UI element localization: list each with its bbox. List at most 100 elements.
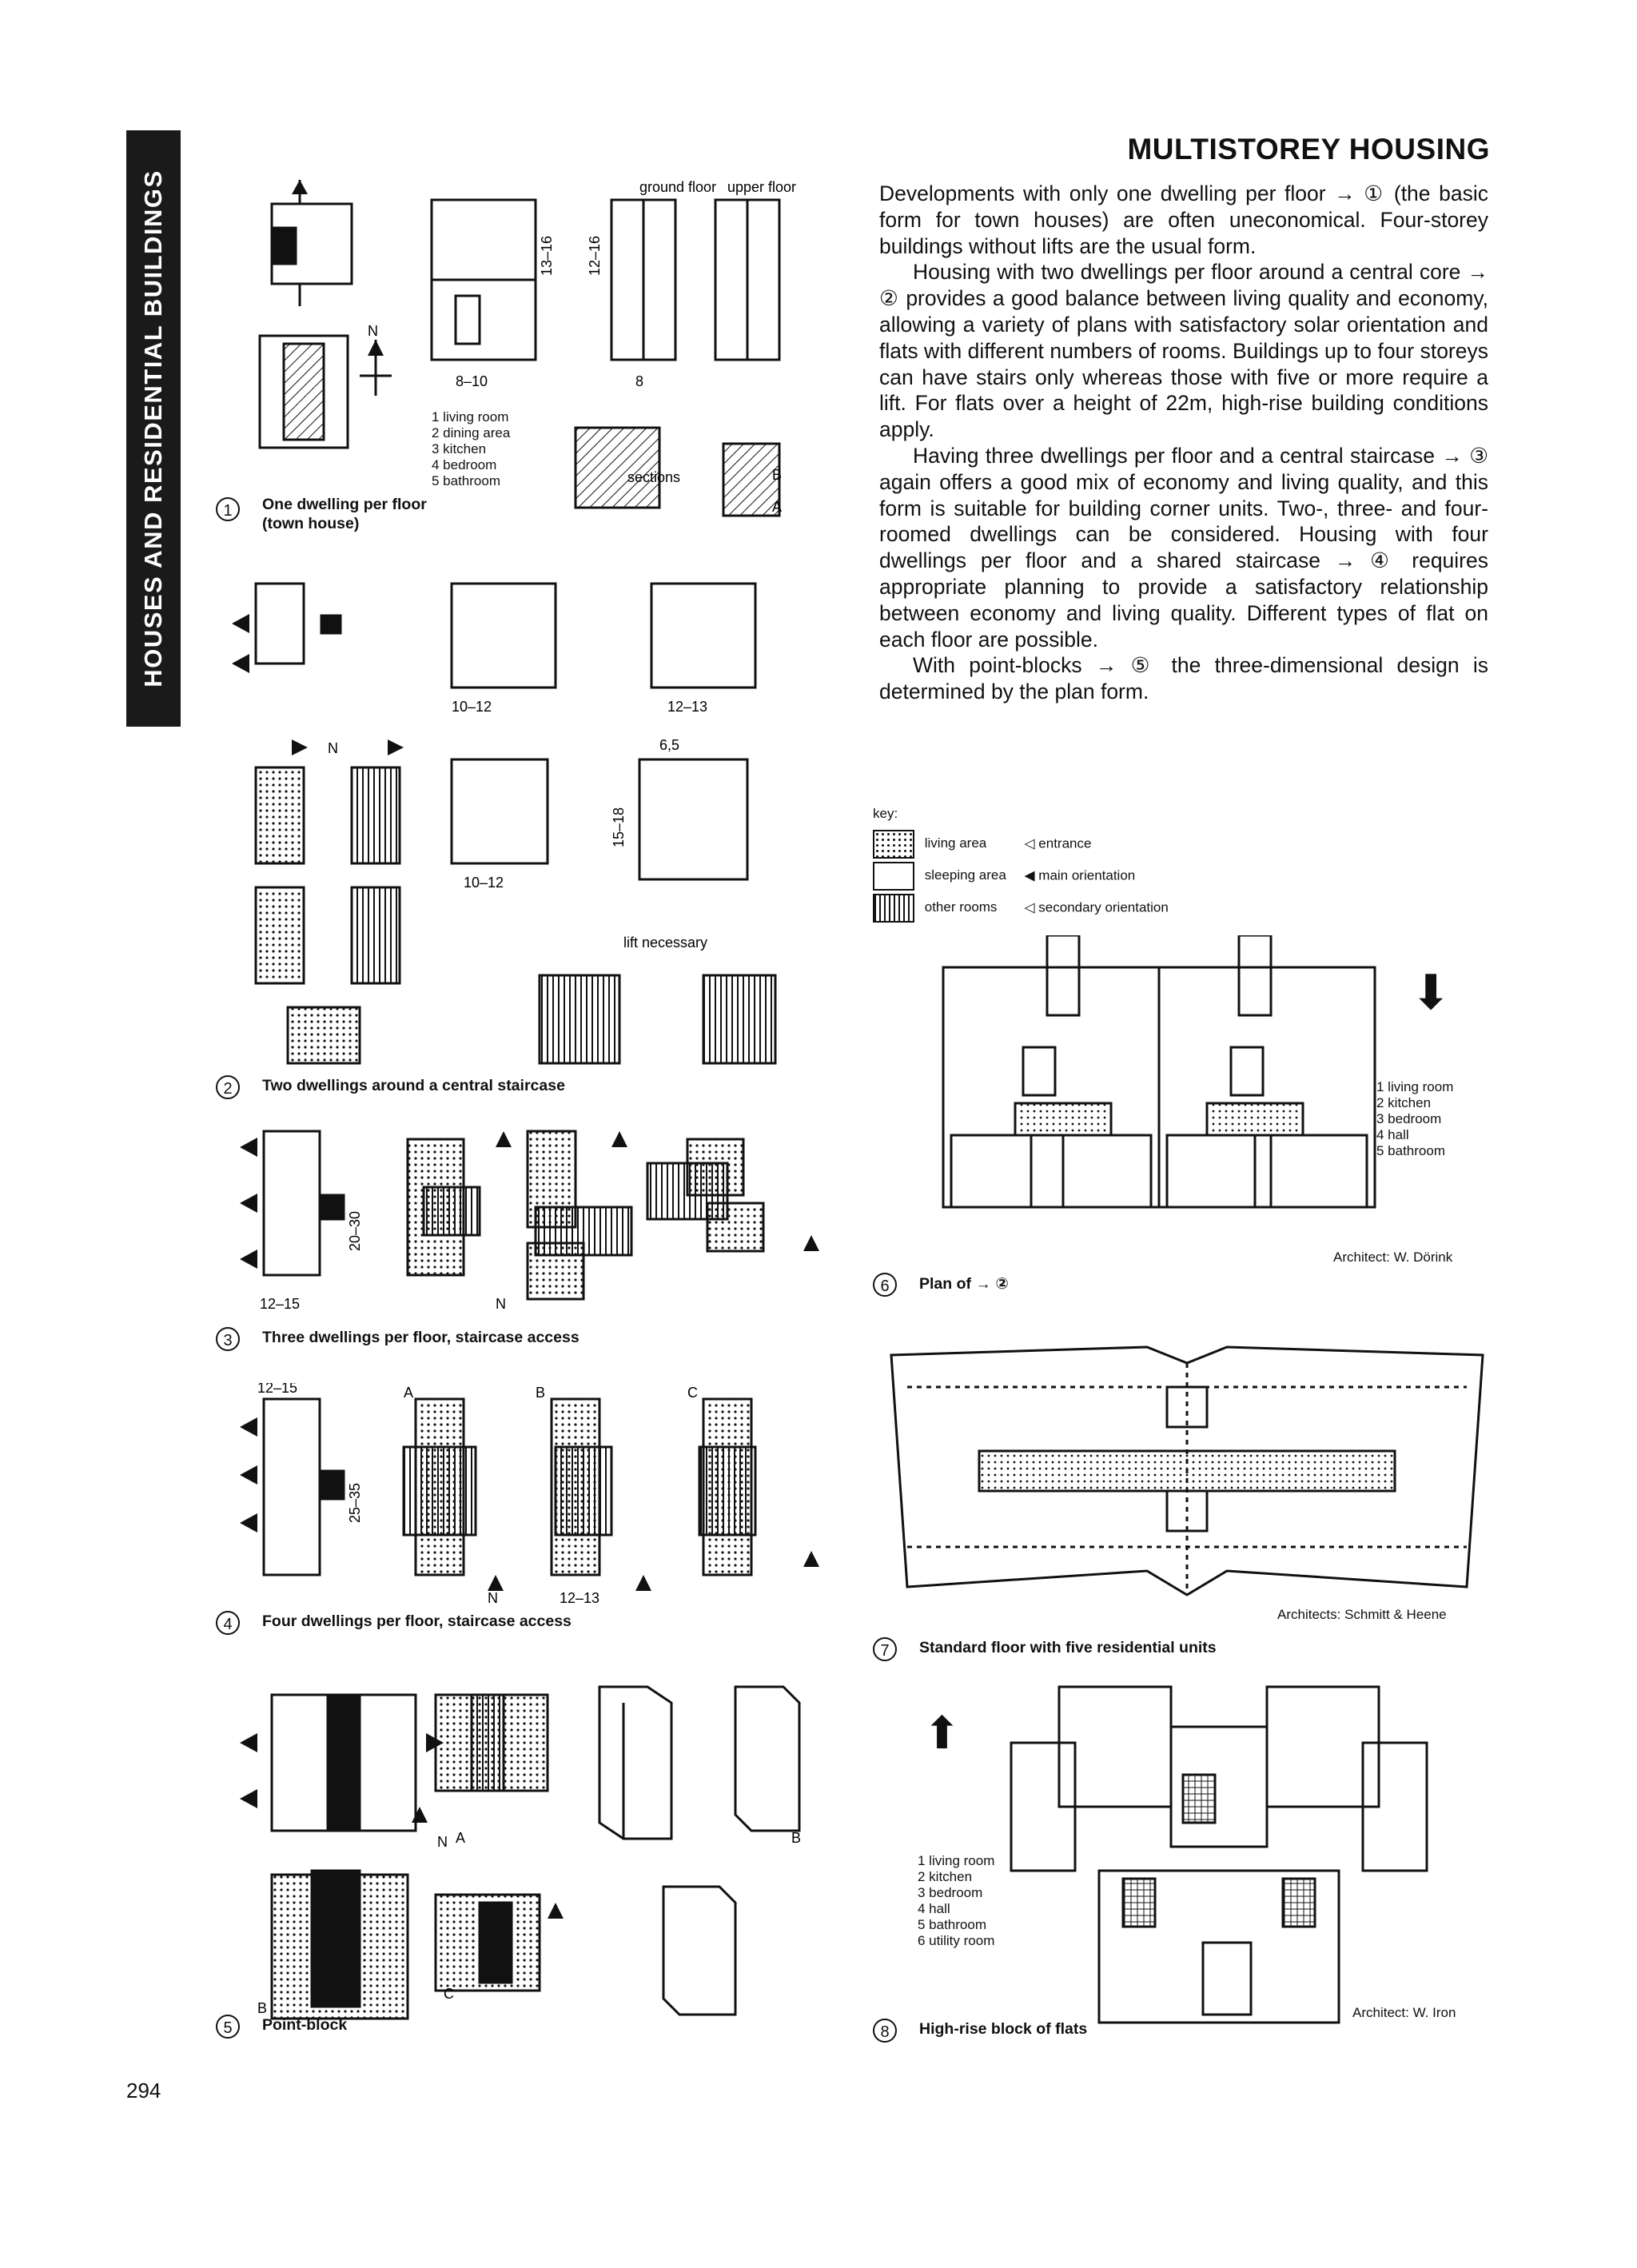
- fig6-caption-text: Plan of → ②: [919, 1275, 1009, 1293]
- fig4-dim-a: 12–15: [257, 1383, 297, 1396]
- fig2-caption-text: Two dwellings around a central staircase: [262, 1077, 565, 1094]
- key-item-symbol: entrance: [1038, 835, 1092, 851]
- body-text: Developments with only one dwelling per …: [879, 181, 1488, 705]
- fig1-dim-width-b: 8: [635, 373, 643, 389]
- fig8-plan: [1010, 1685, 1428, 2024]
- fig4-caption-text: Four dwellings per floor, staircase acce…: [262, 1612, 572, 1630]
- legend-item: 3 kitchen: [432, 441, 487, 456]
- key-swatch-other: [873, 894, 914, 923]
- fig2-drawing: N 10–12 12–13 10–12 6,5 15–18 lift neces…: [232, 582, 777, 1065]
- fig4-drawing: 12–15 25–35 12–13 A B C N: [240, 1383, 819, 1606]
- fig4-label-c: C: [687, 1385, 698, 1401]
- fig6-plan: [942, 935, 1376, 1209]
- fig6-caption: 6 Plan of → ②: [873, 1273, 1009, 1297]
- legend-item: 2 kitchen: [1376, 1095, 1432, 1110]
- fig7-caption: 7 Standard floor with five residential u…: [873, 1637, 1217, 1661]
- fig3-dim-b: 20–30: [347, 1211, 363, 1251]
- paragraph: Housing with two dwellings per floor aro…: [879, 260, 1488, 442]
- fig3-caption: 3 Three dwellings per floor, staircase a…: [216, 1327, 580, 1351]
- fig1-upper-floor-label: upper floor: [727, 180, 796, 195]
- fig3-number: 3: [216, 1327, 240, 1351]
- legend-item: 2 dining area: [432, 425, 511, 440]
- fig8-caption: 8 High-rise block of flats: [873, 2019, 1087, 2043]
- fig1-legend: 1 living room 2 dining area 3 kitchen 4 …: [432, 409, 510, 489]
- fig5-caption: 5 Point-block: [216, 2015, 347, 2039]
- fig1-dim-width: 8–10: [456, 373, 488, 389]
- legend-item: 2 kitchen: [918, 1869, 973, 1884]
- fig7-architect: Architects: Schmitt & Heene: [1277, 1607, 1447, 1622]
- fig6-number: 6: [873, 1273, 897, 1297]
- fig5-drawing: N A B B C: [240, 1685, 801, 2020]
- fig5-label-a: A: [456, 1830, 465, 1846]
- fig2-dim-a: 10–12: [452, 699, 492, 715]
- paragraph: Developments with only one dwelling per …: [879, 181, 1488, 258]
- entrance-icon: ◁: [1024, 835, 1035, 851]
- key-item-label: living area: [924, 835, 987, 851]
- north-arrow-icon: ⬆: [923, 1708, 961, 1758]
- fig6-legend: 1 living room 2 kitchen 3 bedroom 4 hall…: [1376, 1079, 1453, 1159]
- fig4-dim-c: 12–13: [560, 1590, 599, 1606]
- fig1-drawing: N ground floor upper floor 8–10 8 13–16 …: [258, 180, 796, 517]
- fig4-north-label: N: [488, 1590, 498, 1606]
- fig1-sections-label: sections: [627, 469, 680, 485]
- fig5-north-label: N: [437, 1834, 448, 1850]
- fig7-caption-text: Standard floor with five residential uni…: [919, 1639, 1217, 1656]
- fig1-dim-depth-b: 12–16: [587, 236, 603, 276]
- fig1-caption-text: One dwelling per floor: [262, 496, 427, 513]
- fig2-north-label: N: [328, 740, 338, 756]
- page-number: 294: [126, 2079, 161, 2103]
- fig2-dim-d: 6,5: [659, 737, 679, 753]
- fig7-number: 7: [873, 1637, 897, 1661]
- main-orientation-icon: ◀: [1024, 867, 1035, 883]
- fig1-north-label: N: [368, 323, 378, 339]
- secondary-orientation-icon: ◁: [1024, 899, 1035, 915]
- fig2-lift-label: lift necessary: [623, 935, 707, 951]
- fig1-section-a: A: [772, 499, 782, 515]
- fig3-dim-a: 12–15: [260, 1296, 300, 1312]
- legend-item: 4 hall: [1376, 1127, 1409, 1142]
- fig1-ground-floor-label: ground floor: [639, 180, 716, 195]
- fig6-architect: Architect: W. Dörink: [1333, 1250, 1453, 1265]
- legend-item: 6 utility room: [918, 1933, 995, 1948]
- fig3-drawing: 12–15 20–30 N: [240, 1130, 819, 1312]
- section-side-tab-label: HOUSES AND RESIDENTIAL BUILDINGS: [139, 169, 167, 688]
- fig4-number: 4: [216, 1611, 240, 1635]
- fig5-label-b: B: [791, 1830, 801, 1846]
- fig2-caption: 2 Two dwellings around a central stairca…: [216, 1075, 565, 1099]
- fig8-number: 8: [873, 2019, 897, 2043]
- fig4-dim-b: 25–35: [347, 1483, 363, 1523]
- fig8-architect: Architect: W. Iron: [1352, 2005, 1456, 2020]
- key-item-label: other rooms: [924, 899, 998, 915]
- fig1-section-b: B: [772, 467, 782, 483]
- legend-item: 4 bedroom: [432, 457, 497, 472]
- fig7-plan: [890, 1345, 1484, 1596]
- key-swatch-living: [873, 830, 914, 859]
- paragraph: Having three dwellings per floor and a c…: [879, 443, 1488, 652]
- legend-item: 5 bathroom: [1376, 1143, 1445, 1158]
- fig5-number: 5: [216, 2015, 240, 2039]
- fig2-number: 2: [216, 1075, 240, 1099]
- legend-item: 4 hall: [918, 1901, 950, 1916]
- key-block: key: living area ◁ entrance sleeping are…: [873, 806, 1169, 923]
- north-arrow-icon: ⬇: [1411, 966, 1452, 1019]
- key-item-symbol: secondary orientation: [1038, 899, 1169, 915]
- fig1-caption: 1 One dwelling per floor (town house): [216, 496, 427, 532]
- legend-item: 3 bedroom: [1376, 1111, 1442, 1126]
- legend-item: 3 bedroom: [918, 1885, 983, 1900]
- fig8-caption-text: High-rise block of flats: [919, 2020, 1088, 2038]
- section-side-tab: HOUSES AND RESIDENTIAL BUILDINGS: [126, 130, 181, 727]
- fig4-label-b: B: [536, 1385, 545, 1401]
- fig5-label-c: C: [444, 1986, 454, 2002]
- legend-item: 5 bathroom: [918, 1917, 986, 1932]
- fig1-caption-text-2: (town house): [262, 515, 360, 532]
- fig2-dim-c: 10–12: [464, 875, 504, 891]
- key-item-label: sleeping area: [924, 867, 1006, 883]
- fig5-label-b2: B: [257, 2000, 267, 2016]
- key-swatch-sleeping: [873, 862, 914, 891]
- fig1-number: 1: [216, 497, 240, 521]
- fig1-dim-depth: 13–16: [539, 236, 555, 276]
- fig4-caption: 4 Four dwellings per floor, staircase ac…: [216, 1611, 572, 1635]
- legend-item: 1 living room: [1376, 1079, 1454, 1094]
- legend-item: 1 living room: [918, 1853, 995, 1868]
- fig2-dim-e: 15–18: [611, 807, 627, 847]
